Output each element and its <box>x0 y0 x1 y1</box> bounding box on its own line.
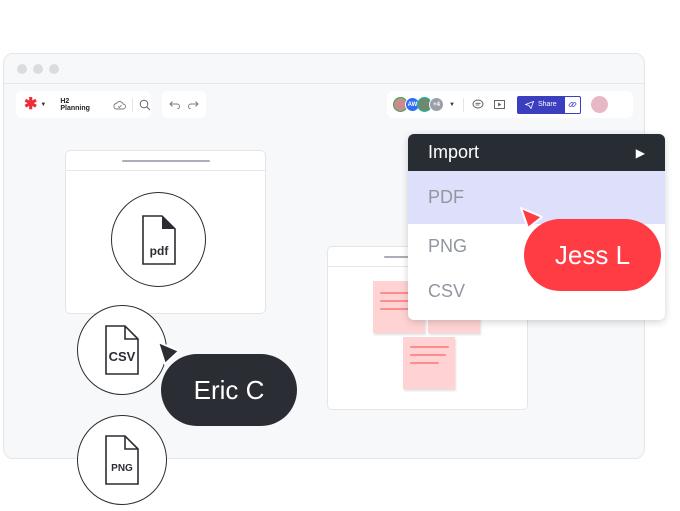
import-menu-header[interactable]: Import ▶ <box>408 134 665 171</box>
toolbar-right: AW +4 ▼ Share <box>387 91 633 118</box>
cursor-pointer-icon <box>157 341 180 365</box>
send-icon <box>524 100 534 109</box>
cloud-sync-icon[interactable] <box>113 100 126 110</box>
current-user-avatar[interactable] <box>590 96 608 113</box>
png-file-button[interactable]: PNG <box>77 415 167 505</box>
copy-link-button[interactable] <box>564 95 581 114</box>
undo-icon[interactable] <box>169 100 180 109</box>
divider <box>462 97 464 112</box>
chevron-right-icon: ▶ <box>635 145 645 160</box>
pdf-file-button[interactable]: pdf <box>111 192 206 287</box>
caret-down-icon[interactable]: ▼ <box>40 101 47 108</box>
cursor-label-eric: Eric C <box>161 354 297 426</box>
window-dot[interactable] <box>17 63 27 74</box>
panel-grip[interactable] <box>121 159 210 162</box>
toolbar-history <box>162 91 206 118</box>
divider <box>132 97 133 112</box>
csv-file-icon: CSV <box>105 325 139 375</box>
cursor-pointer-icon <box>520 207 543 229</box>
png-file-icon: PNG <box>105 435 139 485</box>
document-title[interactable]: H2 Planning <box>60 97 90 112</box>
window-titlebar <box>4 54 644 84</box>
menu-item-png[interactable]: PNG <box>428 236 468 256</box>
avatar-overflow-count[interactable]: +4 <box>429 97 444 112</box>
import-label: Import <box>428 142 480 162</box>
redo-icon[interactable] <box>188 100 199 109</box>
link-icon <box>568 102 576 107</box>
caret-down-icon[interactable]: ▼ <box>449 101 455 108</box>
window-dot[interactable] <box>33 63 43 74</box>
comment-bubble-icon[interactable] <box>472 99 484 110</box>
pdf-file-icon: pdf <box>141 214 176 265</box>
window-dot[interactable] <box>49 63 59 74</box>
menu-item-csv[interactable]: CSV <box>428 281 466 301</box>
play-icon[interactable] <box>494 100 505 109</box>
search-icon[interactable] <box>139 99 151 111</box>
logo-asterisk-icon[interactable]: ✱ <box>24 95 38 113</box>
panel-header <box>66 151 265 171</box>
share-button[interactable]: Share <box>516 95 565 114</box>
cursor-label-jess: Jess L <box>524 219 661 291</box>
share-label: Share <box>537 101 557 108</box>
svg-text:CSV: CSV <box>109 349 136 364</box>
csv-file-button[interactable]: CSV <box>77 305 167 395</box>
sticky-note[interactable] <box>403 337 455 389</box>
svg-text:pdf: pdf <box>149 244 169 258</box>
collaborator-avatars[interactable]: AW +4 <box>393 97 444 112</box>
svg-text:PNG: PNG <box>111 463 133 474</box>
toolbar-left: ✱ ▼ H2 Planning <box>16 91 151 118</box>
